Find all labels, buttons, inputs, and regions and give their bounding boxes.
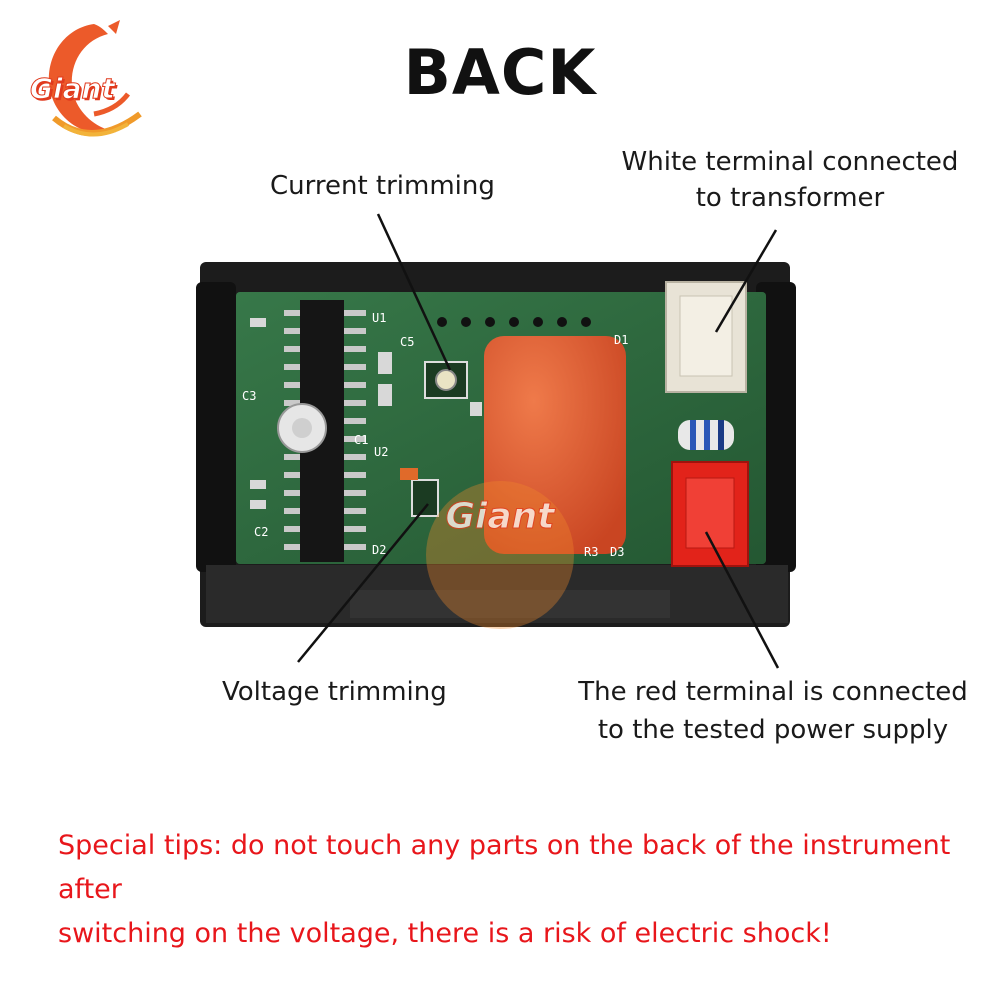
- safety-tip-line2: switching on the voltage, there is a ris…: [58, 918, 832, 949]
- silk-c1: C1: [354, 433, 368, 447]
- page-title: BACK: [403, 36, 597, 109]
- current-trimming-pointer: [376, 213, 452, 371]
- silk-d2: D2: [372, 543, 386, 557]
- red-terminal-label-line1: The red terminal is connected: [578, 677, 968, 707]
- silk-d3: D3: [610, 545, 624, 559]
- silk-c3: C3: [242, 389, 256, 403]
- silk-c5: C5: [400, 335, 414, 349]
- watermark-text: Giant: [445, 496, 556, 537]
- red-terminal-label-line2: to the tested power supply: [597, 715, 949, 745]
- logo-text: Giant: [30, 72, 116, 106]
- voltage-trimming-label: Voltage trimming: [222, 677, 447, 707]
- silk-d1: D1: [614, 333, 628, 347]
- safety-tip-line1: Special tips: do not touch any parts on …: [58, 830, 951, 905]
- current-trimming-label: Current trimming: [270, 171, 495, 201]
- white-terminal-label-line2: to transformer: [695, 183, 885, 213]
- silk-r3: R3: [584, 545, 598, 559]
- white-terminal-label-line1: White terminal connected: [621, 147, 959, 177]
- giant-logo: [48, 20, 142, 137]
- silk-u2: U2: [374, 445, 388, 459]
- silk-c2: C2: [254, 525, 268, 539]
- silk-u1: U1: [372, 311, 386, 325]
- white-terminal-pointer: [714, 229, 778, 333]
- red-terminal-pointer: [704, 531, 780, 669]
- safety-tip: Special tips: do not touch any parts on …: [58, 824, 968, 956]
- voltage-trimming-pointer: [297, 503, 429, 663]
